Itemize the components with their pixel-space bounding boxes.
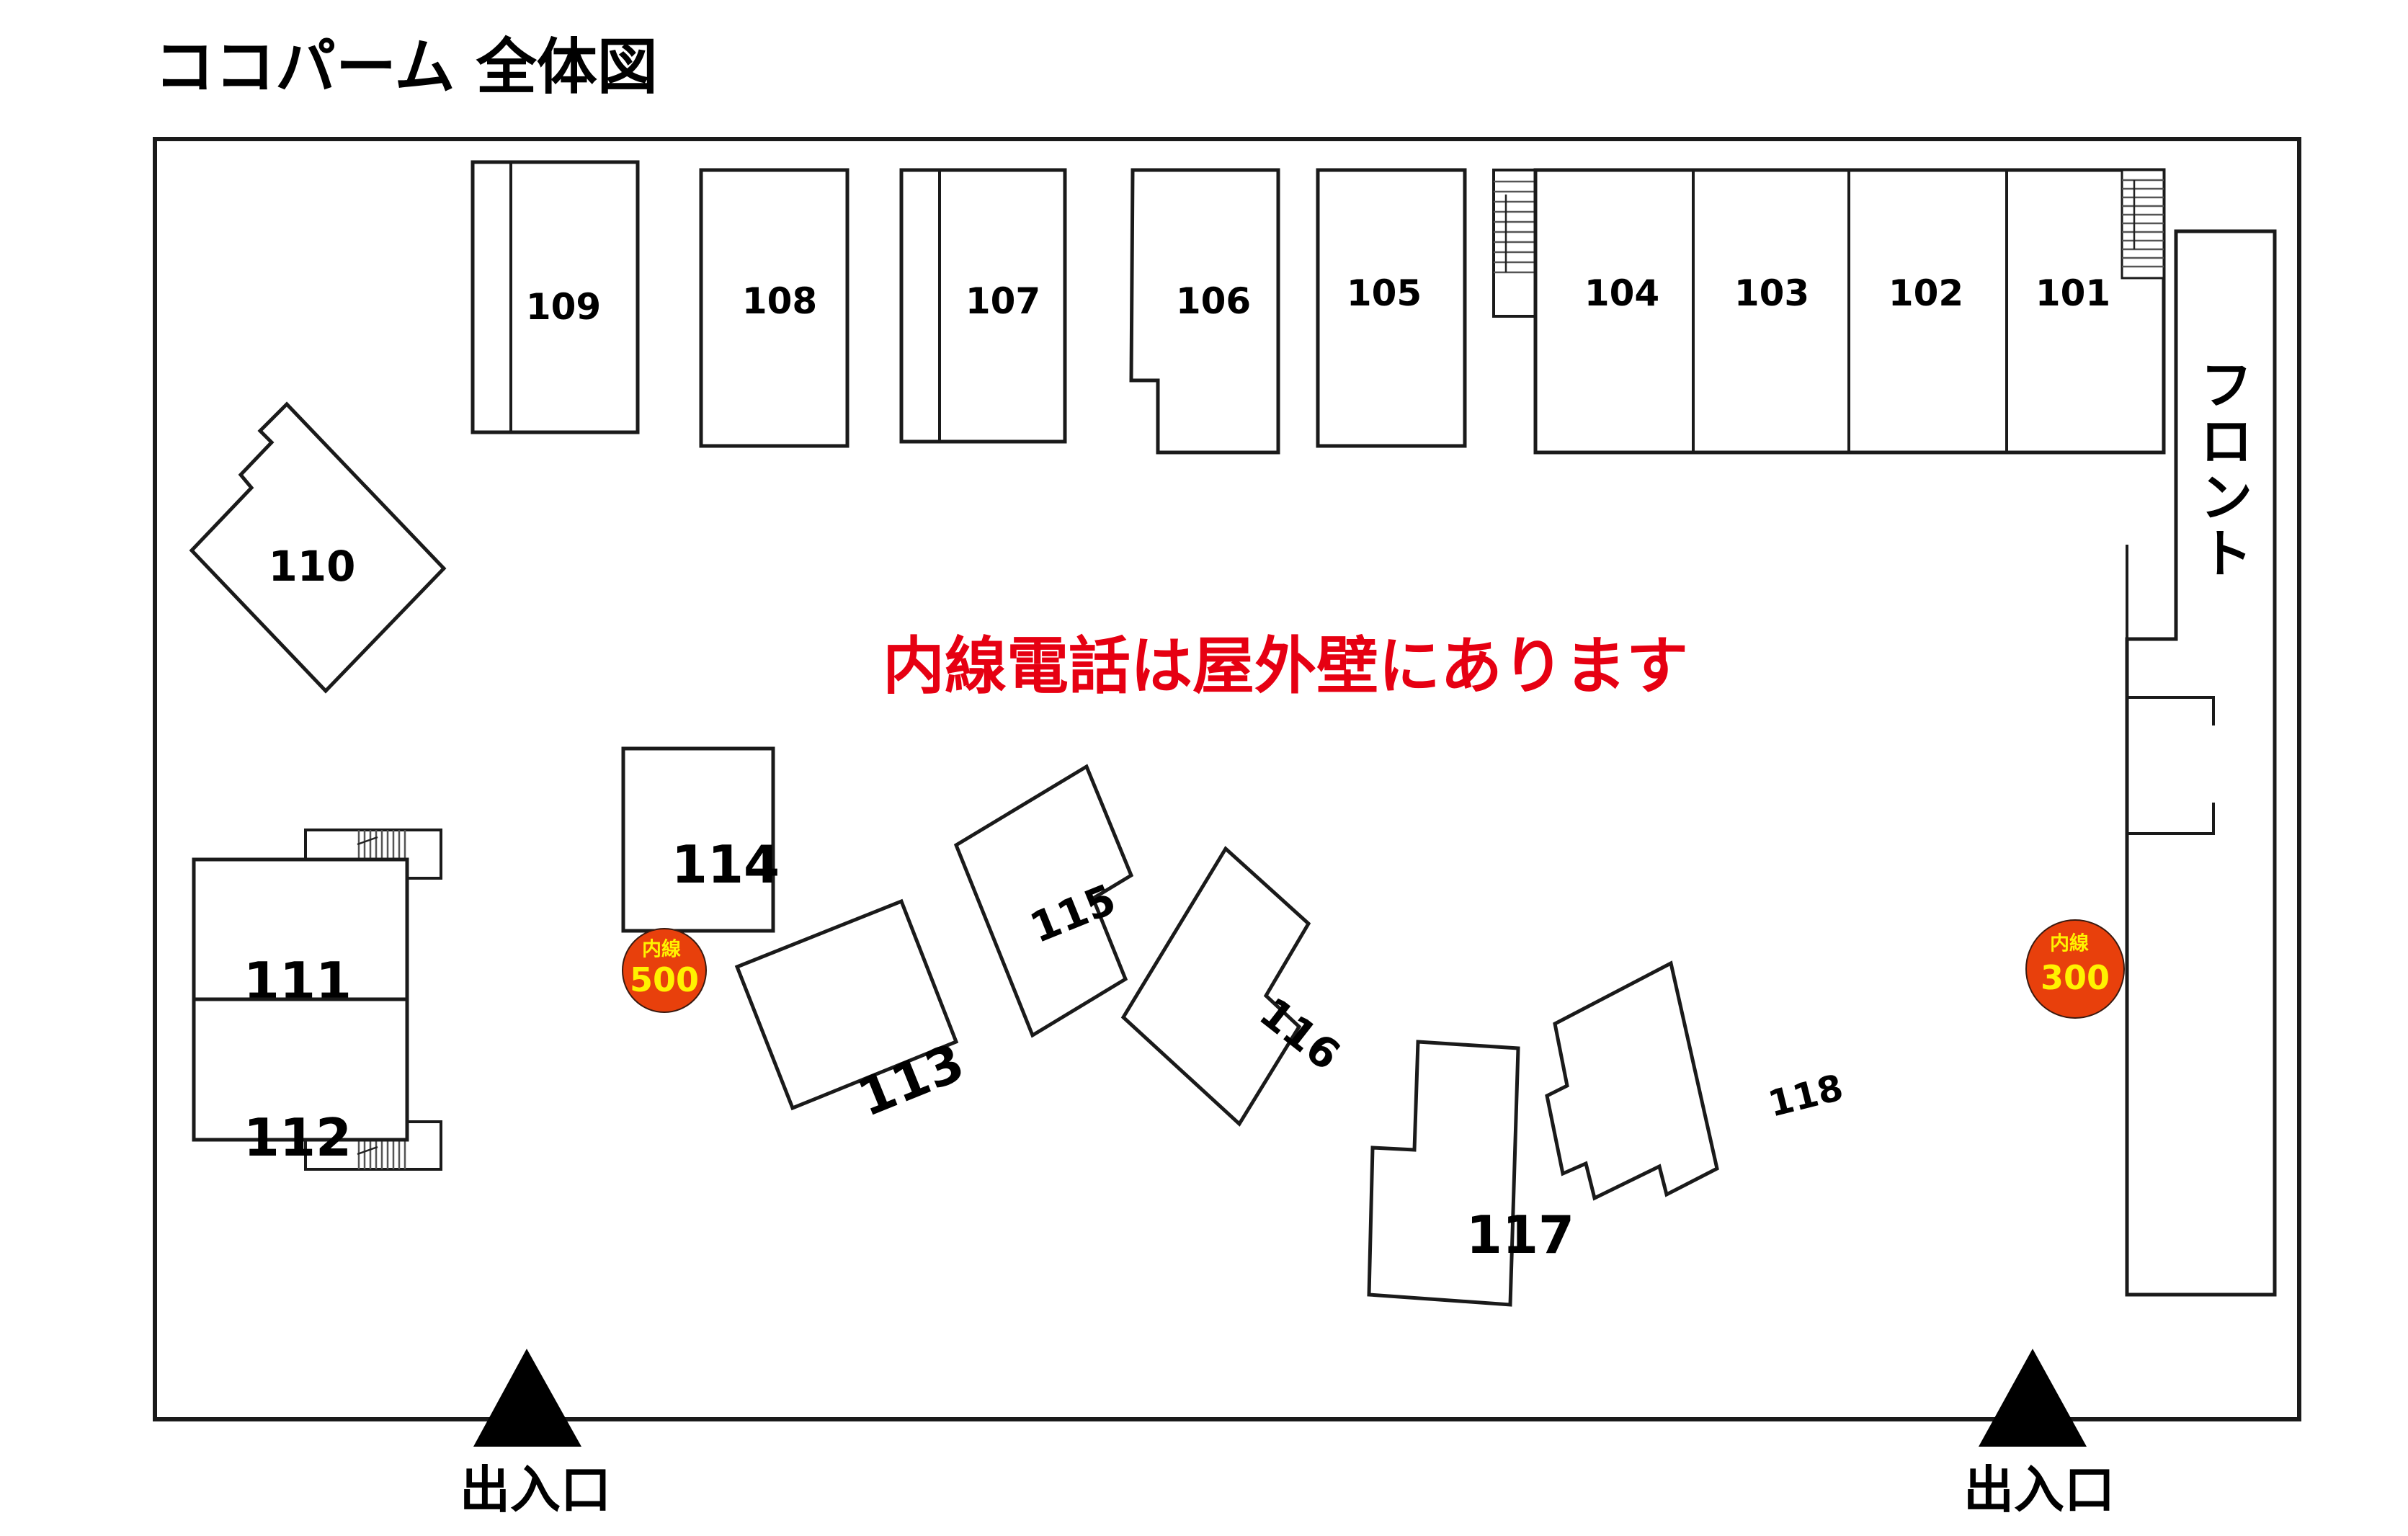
room-108[interactable]: 108 (699, 168, 850, 448)
room-number: 118 (1764, 1066, 1847, 1125)
room-117[interactable]: 117 (1367, 1040, 1574, 1307)
room-number: 112 (244, 1107, 352, 1168)
room-number: 106 (1176, 280, 1251, 322)
staircase (1492, 169, 1537, 318)
page-title: ココパーム 全体図 (154, 32, 658, 102)
front-label-char: ロ (2200, 411, 2252, 472)
room-112[interactable]: 112 (192, 997, 409, 1168)
front-label-char: ト (2200, 524, 2252, 584)
staircase (2121, 169, 2165, 280)
building-101-104 (1533, 168, 2166, 455)
entrance-label: 出入口 (1963, 1460, 2115, 1519)
room-number: 109 (526, 286, 601, 328)
room-113[interactable]: 113 (734, 898, 972, 1128)
room-111[interactable]: 111 (192, 857, 409, 1012)
room-104[interactable]: 104 (1584, 272, 1659, 314)
entrance-label: 出入口 (460, 1460, 611, 1519)
room-number: 104 (1584, 272, 1659, 314)
room-110[interactable]: 110 (189, 401, 447, 694)
room-number: 108 (742, 280, 817, 322)
badge-number: 500 (630, 960, 699, 999)
room-105[interactable]: 105 (1316, 168, 1467, 448)
room-number: 103 (1734, 272, 1809, 314)
room-118[interactable]: 118 (1545, 960, 1847, 1201)
room-116[interactable]: 116 (1120, 846, 1350, 1127)
room-103[interactable]: 103 (1734, 272, 1809, 314)
up-triangle-icon (1979, 1349, 2087, 1447)
room-115[interactable]: 115 (953, 764, 1134, 1038)
front-label-char: ン (2200, 468, 2252, 528)
entrance-left: 出入口 (460, 1349, 611, 1519)
room-number: 101 (2035, 272, 2110, 314)
notice-text: 内線電話は屋外壁にあります (883, 630, 1688, 702)
room-101[interactable]: 101 (2035, 272, 2110, 314)
up-triangle-icon (473, 1349, 581, 1447)
room-number: 114 (672, 834, 780, 895)
extension-badge-300: 内線 300 (2025, 919, 2125, 1019)
badge-label: 内線 (2050, 932, 2089, 955)
room-number: 117 (1466, 1205, 1574, 1265)
room-102[interactable]: 102 (1889, 272, 1963, 314)
room-number: 107 (966, 280, 1040, 322)
badge-label: 内線 (642, 938, 681, 961)
room-106[interactable]: 106 (1129, 168, 1280, 455)
room-114[interactable]: 114 (621, 746, 780, 933)
front-desk[interactable]: フ ロ ン ト (2125, 229, 2277, 1297)
entrance-right: 出入口 (1963, 1349, 2115, 1519)
site-boundary (153, 137, 2301, 1421)
room-107[interactable]: 107 (899, 168, 1067, 444)
room-number: 110 (268, 542, 355, 591)
room-number: 102 (1889, 272, 1963, 314)
room-number: 105 (1347, 272, 1422, 314)
room-109[interactable]: 109 (471, 160, 640, 434)
extension-badge-500: 内線 500 (622, 928, 707, 1013)
badge-number: 300 (2041, 958, 2110, 997)
front-label-char: フ (2200, 355, 2252, 416)
